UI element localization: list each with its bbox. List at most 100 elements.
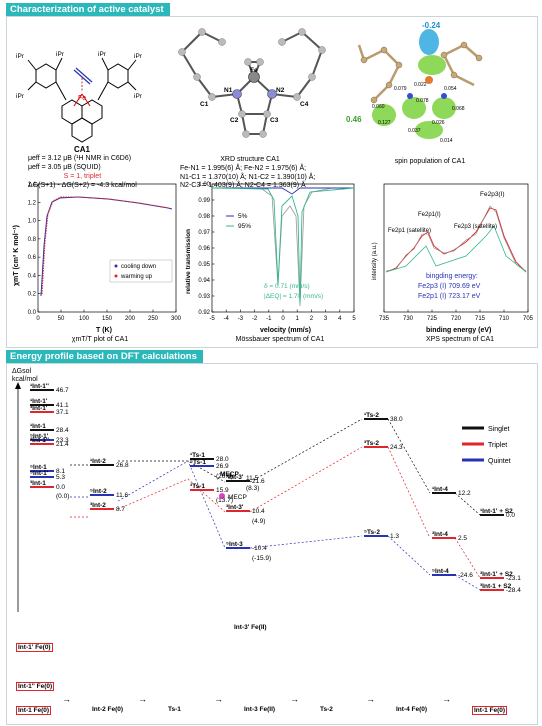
- spin-value: 0.022: [414, 82, 427, 88]
- chi-caption: χmT/T plot of CA1: [71, 336, 129, 343]
- tick-label: 150: [102, 316, 113, 322]
- ipr-label: iPr: [134, 53, 143, 60]
- energy-level-value: 0.0: [56, 484, 65, 491]
- energy-level-name: ³Int-1: [30, 480, 46, 487]
- xrd-caption: XRD structure CA1: [220, 156, 280, 163]
- chi-ylabel: χmT (cm³ K mol⁻¹): [13, 225, 20, 286]
- ca1-label: CA1: [74, 145, 91, 154]
- scheme-step-label: Int-4 Fe(0): [396, 706, 428, 713]
- spin-value-top: -0.24: [422, 21, 441, 30]
- tick-label: 1.2: [28, 200, 37, 206]
- energy-level-name: ⁵Ts-2: [364, 529, 380, 536]
- spin-value: 0.026: [432, 120, 445, 126]
- arrow-right-icon: →: [442, 694, 451, 704]
- xps-caption: XPS spectrum of CA1: [425, 336, 495, 343]
- energy-level-name: ⁵Int-1: [30, 464, 47, 471]
- tick-label: -3: [238, 316, 244, 322]
- tick-label: 0.98: [198, 214, 210, 220]
- bond-line: N2-C3 = 1.403(9) Å; N2-C4 = 1.363(9) Å: [180, 182, 306, 189]
- energy-level-name: ³Ts-2: [364, 440, 379, 447]
- xps-peak-label: Fe2p1 (satellite): [388, 228, 431, 234]
- ipr-label: iPr: [98, 51, 107, 58]
- tick-label: 710: [499, 316, 510, 322]
- bond-line: N1-C1 = 1.370(10) Å; N1-C2 = 1.390(10) Å…: [180, 173, 316, 181]
- energy-level-value: 21.6: [252, 478, 265, 485]
- energy-level-name: ³Int-1' + S2: [480, 571, 513, 578]
- tick-label: 300: [171, 316, 182, 322]
- tick-label: -1: [266, 316, 272, 322]
- energy-level-name: ⁵Int-2: [90, 488, 107, 495]
- energy-level-value: 10.4: [252, 508, 265, 515]
- energy-level-value: (-15.9): [252, 555, 271, 562]
- xrd-c4-label: C4: [300, 101, 309, 108]
- tick-label: 0.2: [28, 292, 37, 298]
- ca1-properties: μeff = 3.12 μB (¹H NMR in C6D6) μeff = 3…: [28, 154, 137, 190]
- energy-level-value: 8.7: [116, 506, 125, 513]
- energy-level-value: 12.2: [458, 490, 471, 497]
- tick-label: -4: [224, 316, 230, 322]
- tick-label: 3: [324, 316, 328, 322]
- mossbauer-spectrum: 0.920.930.940.950.960.970.980.991.00-5-4…: [185, 182, 356, 334]
- spin-value: 0.127: [378, 120, 391, 126]
- energy-level-name: ⁵Ts-1: [190, 459, 206, 466]
- ca1-structure-diagram: Fe iPr iPr iPr iPr iPr iPr CA1: [16, 51, 143, 154]
- energy-level-name: ¹Int-4: [432, 486, 448, 493]
- xps-xlabel: binding energy (eV): [426, 327, 491, 334]
- energy-level-name: ⁵Int-4: [432, 568, 449, 575]
- tick-label: 725: [427, 316, 438, 322]
- moss-xlabel: velocity (mm/s): [260, 327, 311, 334]
- tick-label: 250: [148, 316, 159, 322]
- energy-level-value: 23.3: [56, 437, 69, 444]
- xps-ylabel: intensity (a.u.): [372, 242, 378, 280]
- energy-level-value: 1.3: [390, 533, 399, 540]
- xps-peak-label: Fe2p3 (satellite): [454, 224, 497, 230]
- tick-label: 0.6: [28, 255, 37, 261]
- arrow-right-icon: →: [290, 694, 299, 704]
- spin-value: 0.060: [372, 104, 385, 110]
- bond-lengths: Fe-N1 = 1.995(6) Å; Fe-N2 = 1.975(6) Å; …: [180, 165, 315, 191]
- energy-level-value: (13.7): [216, 497, 233, 504]
- xrd-n2-label: N2: [276, 87, 285, 94]
- tick-label: 0.93: [198, 294, 210, 300]
- delta-g-label: ΔGsol: [12, 368, 32, 375]
- legend-triplet: Triplet: [488, 442, 507, 449]
- tick-label: 0: [281, 316, 285, 322]
- energy-level-value: 46.7: [56, 387, 69, 394]
- xrd-fe-label: Fe: [250, 67, 258, 74]
- moss-caption: Mössbauer spectrum of CA1: [235, 336, 325, 343]
- moss-fit-95pct: [211, 187, 355, 305]
- spin-value: 0.014: [440, 138, 453, 144]
- energy-level-value: 11.5: [246, 475, 259, 482]
- chi-plot-frame: [37, 183, 177, 313]
- tick-label: 5: [352, 316, 356, 322]
- scheme-step-label: Ts-2: [320, 706, 333, 713]
- energy-level-name: ¹Int-1': [30, 398, 48, 405]
- mu-eff-squid: μeff = 3.05 μB (SQUID): [28, 164, 101, 171]
- energy-profile-panel: [6, 363, 538, 725]
- energy-level-name: ³Int-1 + S2: [480, 583, 512, 590]
- xps-raw: [385, 205, 527, 272]
- scheme-step-label: Int-1 Fe(0): [16, 706, 52, 715]
- energy-level-name: ¹Int-2: [90, 458, 106, 465]
- xrd-structure-image: Fe N1 N2 C1 C2 C3 C4: [178, 28, 326, 138]
- energy-level-name: ¹Int-3': [226, 474, 244, 481]
- scheme-step-label: Int-1 Fe(0): [472, 706, 508, 715]
- scheme-step-label: Int-3 Fe(II): [244, 706, 276, 713]
- ipr-label: iPr: [56, 51, 65, 58]
- energy-level-value: 11.6: [116, 492, 129, 499]
- spin-value-left: 0.46: [346, 115, 362, 124]
- energy-level-name: ³Int-3': [226, 504, 244, 511]
- characterization-panel: [6, 16, 538, 348]
- moss-ylabel: relative transmission: [185, 229, 192, 294]
- reaction-scheme: Int-1 Fe(0)→Int-2 Fe(0)→Ts-1→Int-3 Fe(II…: [10, 692, 532, 720]
- int1prime-label: Int-1' Fe(0): [16, 643, 53, 652]
- tick-label: 0: [36, 316, 40, 322]
- energy-profile-diagram: Singlet Triplet Quintet MECP ¹Int-1''46.…: [15, 382, 521, 612]
- energy-level-name: ³Int-4: [432, 531, 448, 538]
- xps-peak-label: Fe2p1(I): [418, 212, 441, 218]
- scheme-step-label: Ts-1: [168, 706, 181, 713]
- arrow-right-icon: →: [138, 694, 147, 704]
- moss-deq: |ΔEQ| = 1.70 (mm/s): [264, 293, 323, 300]
- energy-level-name: ¹Int-1: [30, 423, 46, 430]
